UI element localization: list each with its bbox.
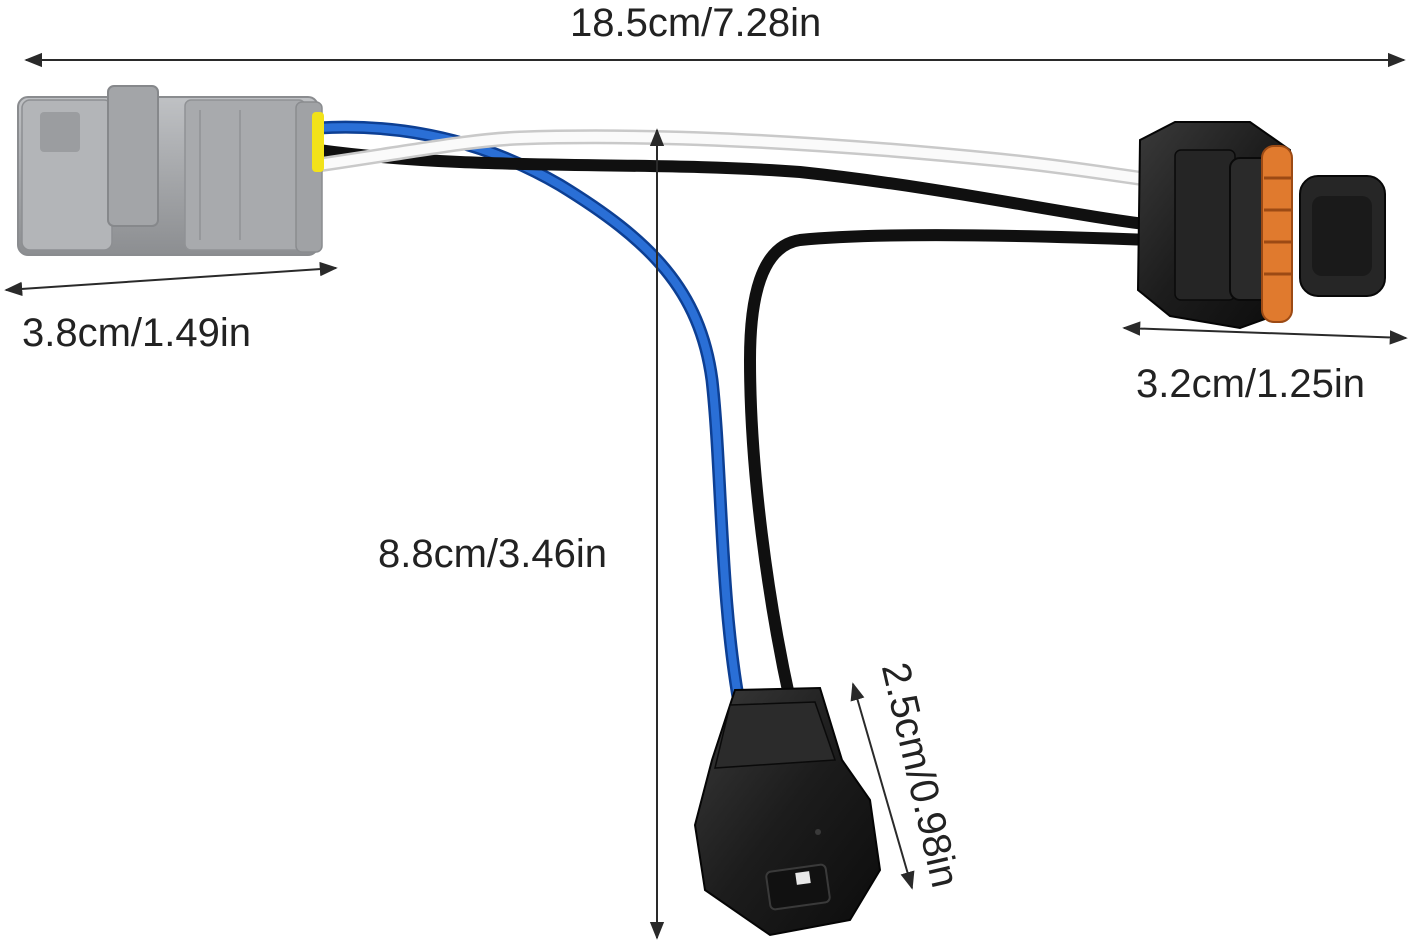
black-branch-wire (743, 229, 1156, 706)
black-connector-small (693, 686, 882, 937)
gray-connector (17, 85, 324, 256)
left-connector-dimension-arrow (4, 261, 338, 297)
right-connector-length-label: 3.2cm/1.25in (1136, 362, 1366, 406)
yellow-seal (312, 112, 324, 172)
black-main-wire (312, 144, 1166, 232)
small-connector-dimension-arrow (850, 682, 915, 890)
right-connector-dimension-arrow (1122, 321, 1408, 345)
overall-length-label: 18.5cm/7.28in (570, 1, 822, 45)
black-connector-right (1136, 121, 1386, 330)
left-connector-length-label: 3.8cm/1.49in (22, 311, 252, 355)
blue-wire (311, 120, 747, 715)
branch-length-label: 8.8cm/3.46in (378, 532, 608, 576)
wires (310, 120, 1193, 715)
orange-seal (1261, 145, 1293, 323)
dimension-lines (4, 52, 1408, 940)
